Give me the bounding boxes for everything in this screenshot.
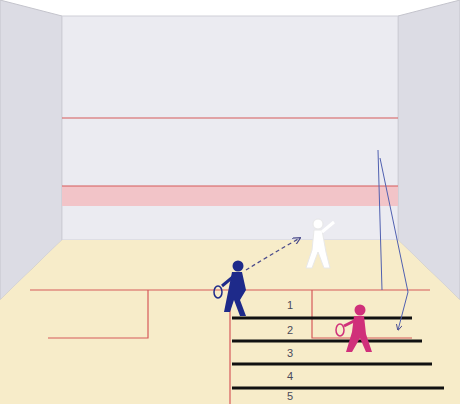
zone-number: 3: [287, 347, 293, 359]
zone-number: 5: [287, 390, 293, 402]
player-head: [233, 261, 244, 272]
tin-line: [62, 185, 398, 186]
racket: [214, 286, 222, 298]
pink-player: [336, 305, 372, 353]
front-wall: [62, 16, 398, 240]
service-line: [62, 117, 398, 118]
player-body: [224, 272, 246, 316]
floor: [0, 240, 460, 404]
ball-path: [380, 158, 408, 330]
zone-bar: [232, 317, 412, 320]
player-head: [313, 219, 323, 229]
ghost-player: [306, 219, 334, 268]
zone-number: 2: [287, 324, 293, 336]
tin: [62, 186, 398, 206]
movement-arrow: [246, 238, 300, 270]
player-arm: [322, 222, 334, 232]
zone-number: 1: [287, 299, 293, 311]
zone-number: 4: [287, 370, 293, 382]
racket: [336, 324, 344, 336]
player-body: [306, 230, 330, 268]
blue-player: [214, 261, 246, 317]
zone-bar: [232, 363, 432, 366]
zone-bar: [232, 340, 422, 343]
ball-path: [378, 150, 382, 290]
zone-bar: [232, 387, 444, 390]
left-service-box: [48, 290, 148, 338]
player-head: [355, 305, 366, 316]
player-arm: [344, 320, 356, 326]
player-arm: [222, 276, 234, 286]
